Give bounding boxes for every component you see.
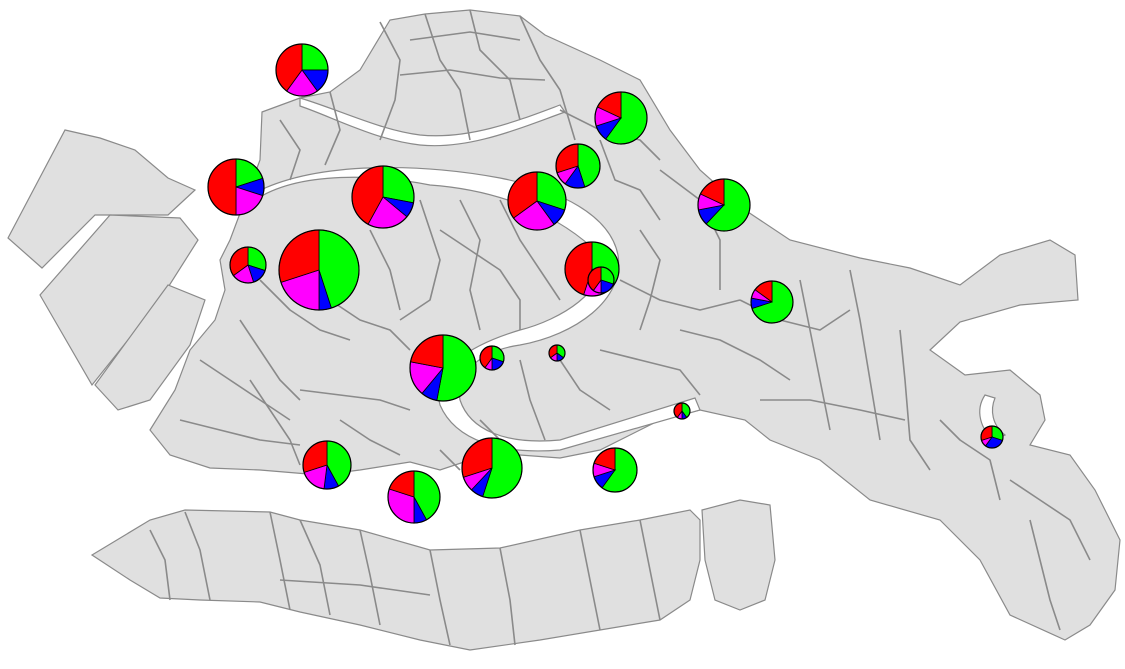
pie-marker-s6[interactable] [507, 171, 567, 231]
pie-outline [980, 425, 1004, 449]
pie-marker-s18[interactable] [302, 440, 352, 490]
pie-marker-s4[interactable] [207, 158, 265, 216]
pie-outline [750, 280, 794, 324]
pie-outline [275, 43, 329, 97]
west-pier-1 [7, 129, 197, 269]
giudecca-island [90, 509, 701, 651]
pie-outline [564, 241, 620, 297]
pie-outline [507, 171, 567, 231]
pie-outline [673, 402, 691, 420]
pie-outline [555, 143, 601, 189]
pie-chart-layer [207, 43, 1004, 524]
pie-marker-s1[interactable] [275, 43, 329, 97]
pie-outline [461, 437, 523, 499]
pie-marker-s9[interactable] [278, 229, 360, 311]
pie-marker-s11[interactable] [587, 266, 615, 294]
pie-marker-s2[interactable] [594, 91, 648, 145]
pie-marker-s3[interactable] [555, 143, 601, 189]
pie-outline [594, 91, 648, 145]
west-pier-3 [94, 284, 206, 411]
small-island-east [701, 499, 776, 611]
pie-marker-s19[interactable] [461, 437, 523, 499]
pie-marker-s13[interactable] [409, 334, 477, 402]
pie-outline [387, 470, 441, 524]
pie-outline [302, 440, 352, 490]
pie-outline [479, 345, 505, 371]
pie-marker-s7[interactable] [697, 178, 751, 232]
pie-outline [587, 266, 615, 294]
pie-marker-s15[interactable] [548, 344, 566, 362]
pie-marker-s20[interactable] [592, 447, 638, 493]
pie-outline [409, 334, 477, 402]
pie-outline [592, 447, 638, 493]
pie-outline [207, 158, 265, 216]
pie-marker-s16[interactable] [673, 402, 691, 420]
pie-outline [351, 165, 415, 229]
pie-outline [548, 344, 566, 362]
street-layer [149, 9, 1091, 646]
pie-outline [697, 178, 751, 232]
pie-marker-s8[interactable] [229, 246, 267, 284]
pie-marker-s17[interactable] [980, 425, 1004, 449]
pie-marker-s5[interactable] [351, 165, 415, 229]
pie-slice-red [207, 158, 237, 216]
pie-outline [229, 246, 267, 284]
pie-outline [278, 229, 360, 311]
pie-marker-s12[interactable] [750, 280, 794, 324]
west-pier-2 [39, 214, 199, 387]
pie-marker-s14[interactable] [479, 345, 505, 371]
pie-marker-s21[interactable] [387, 470, 441, 524]
